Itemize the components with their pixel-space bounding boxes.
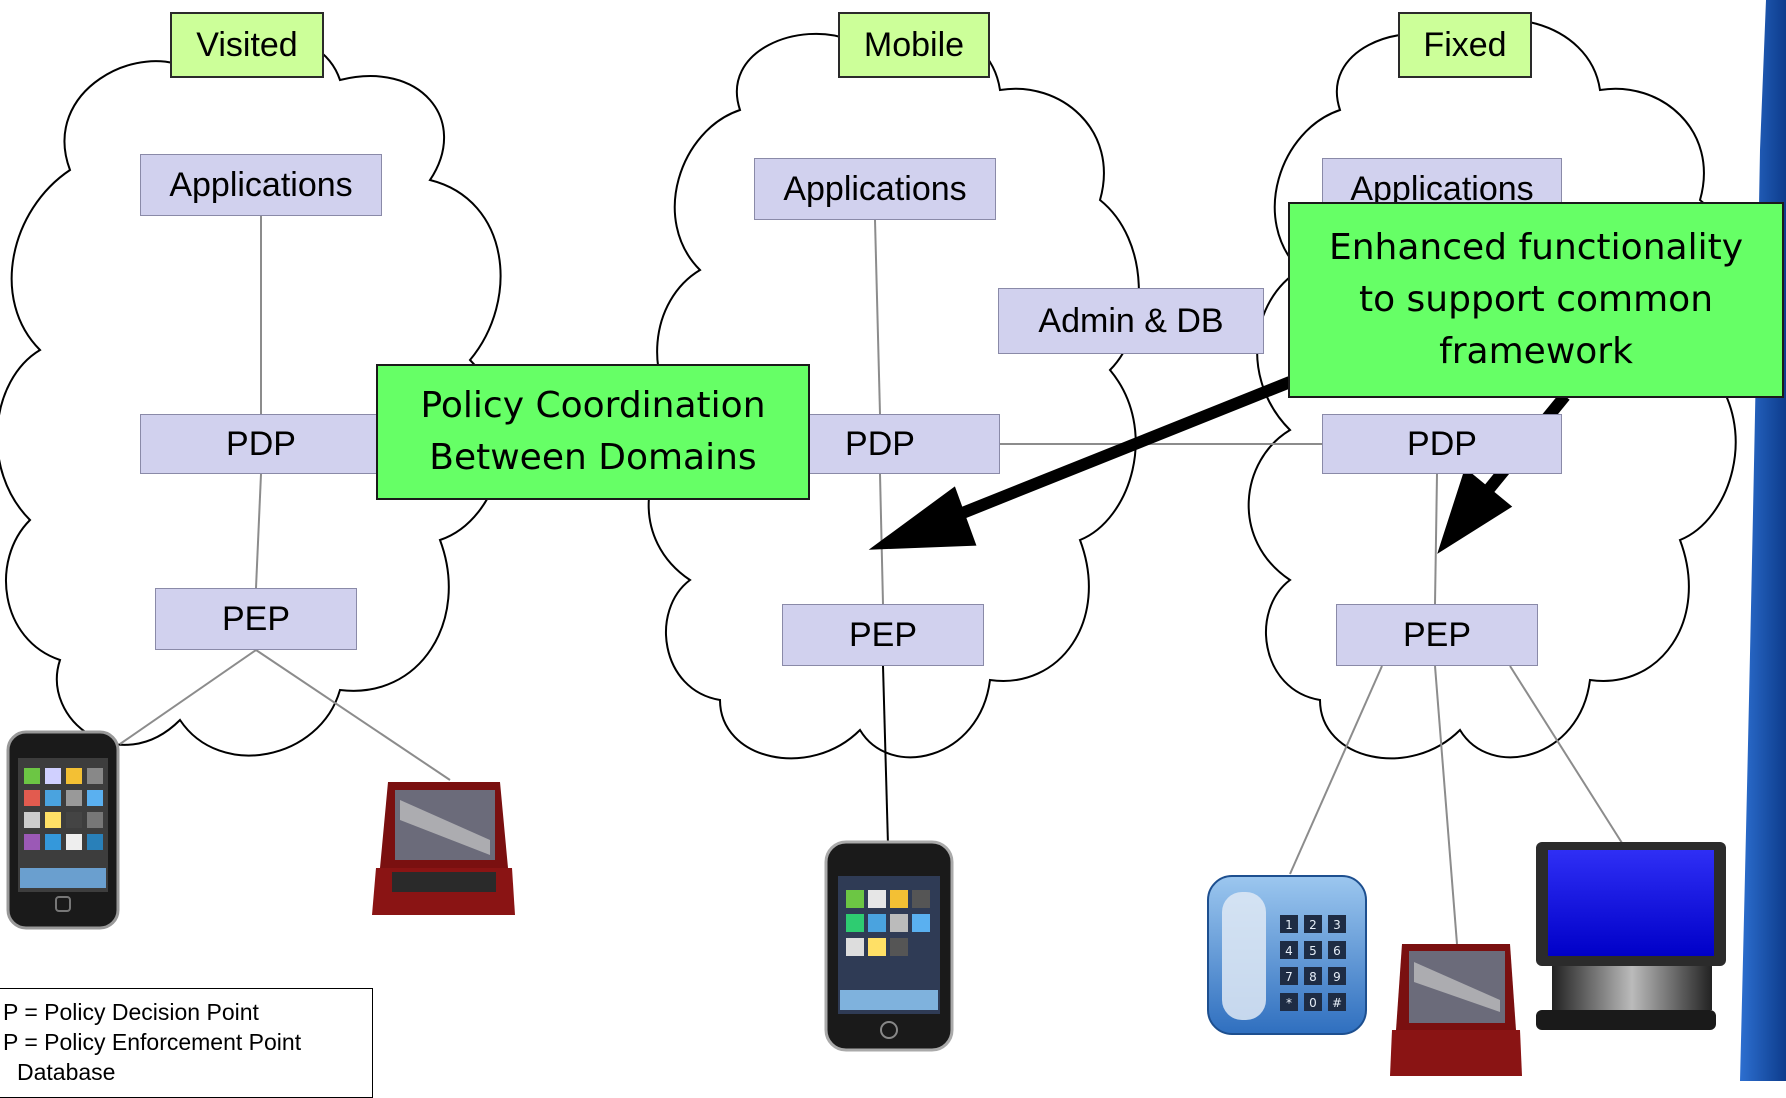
smartphone-icon xyxy=(6,730,120,930)
domain-tag-visited: Visited xyxy=(170,12,324,78)
legend-item: P = Policy Enforcement Point xyxy=(3,1029,302,1055)
callout-line: Policy Coordination xyxy=(420,384,766,426)
legend: P = Policy Decision Point P = Policy Enf… xyxy=(0,988,373,1098)
legend-item: P = Policy Decision Point xyxy=(3,999,259,1025)
legend-item: Database xyxy=(17,1059,116,1085)
desk-phone-icon: 1 2 3 4 5 6 7 8 9 * 0 # xyxy=(1207,875,1367,1035)
pdp-node-visited: PDP xyxy=(140,414,382,474)
pdp-node-fixed: PDP xyxy=(1322,414,1562,474)
policy-coordination-callout: Policy Coordination Between Domains xyxy=(376,364,810,500)
enhanced-arrows xyxy=(868,376,1570,554)
keypad-key: 2 xyxy=(1309,918,1317,932)
connectors xyxy=(119,216,1623,945)
keypad-key: 9 xyxy=(1333,970,1341,984)
laptop-icon xyxy=(1390,944,1522,1076)
keypad-key: * xyxy=(1286,996,1292,1010)
phone-keypad: 1 2 3 4 5 6 7 8 9 * 0 # xyxy=(1285,918,1342,1010)
keypad-key: 1 xyxy=(1285,918,1293,932)
keypad-key: 3 xyxy=(1333,918,1341,932)
keypad-key: 5 xyxy=(1309,944,1317,958)
pep-node-mobile: PEP xyxy=(782,604,984,666)
domain-tag-fixed: Fixed xyxy=(1398,12,1532,78)
slide-accent-edge xyxy=(1740,0,1786,1081)
pep-node-visited: PEP xyxy=(155,588,357,650)
callout-line: Between Domains xyxy=(429,437,757,478)
applications-node-visited: Applications xyxy=(140,154,382,216)
keypad-key: 8 xyxy=(1309,970,1317,984)
applications-node-mobile: Applications xyxy=(754,158,996,220)
callout-line: Enhanced functionality xyxy=(1328,226,1744,268)
admin-db-node: Admin & DB xyxy=(998,288,1264,354)
keypad-key: 4 xyxy=(1285,944,1293,958)
enhanced-functionality-callout: Enhanced functionality to support common… xyxy=(1288,202,1784,398)
keypad-key: 6 xyxy=(1333,944,1341,958)
monitor-icon xyxy=(1536,842,1726,1030)
keypad-key: 7 xyxy=(1285,970,1293,984)
laptop-icon xyxy=(372,782,515,915)
keypad-key: 0 xyxy=(1309,996,1317,1010)
keypad-key: # xyxy=(1332,996,1342,1010)
smartphone-icon xyxy=(824,840,954,1052)
pep-node-fixed: PEP xyxy=(1336,604,1538,666)
callout-line: to support common xyxy=(1358,278,1714,320)
domain-tag-mobile: Mobile xyxy=(838,12,990,78)
mobile-device-link xyxy=(882,665,889,846)
callout-line: framework xyxy=(1439,331,1633,373)
